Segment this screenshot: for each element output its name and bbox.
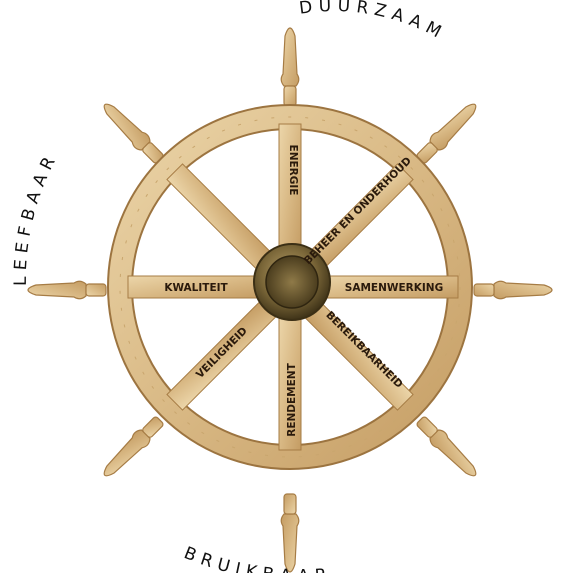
handle-right [474,281,552,299]
handle-bottom [281,494,299,572]
arc-word-leefbaar: LEEFBAAR [11,149,62,287]
handle-bottom-right [414,414,482,482]
spoke-label-samenwerking: SAMENWERKING [345,282,443,294]
handle-top [281,28,299,106]
handle-top-left [99,99,167,167]
handle-bottom-left [99,414,167,482]
handle-left [28,281,106,299]
spoke-label-rendement: RENDEMENT [286,362,298,436]
arc-word-duurzaam: DUURZAAM [298,0,450,45]
spoke-label-energie: ENERGIE [287,145,299,196]
handle-top-right [414,99,482,167]
spoke-label-kwaliteit: KWALITEIT [164,282,228,294]
arc-word-bruikbaar: BRUIKBAAR [181,543,333,573]
